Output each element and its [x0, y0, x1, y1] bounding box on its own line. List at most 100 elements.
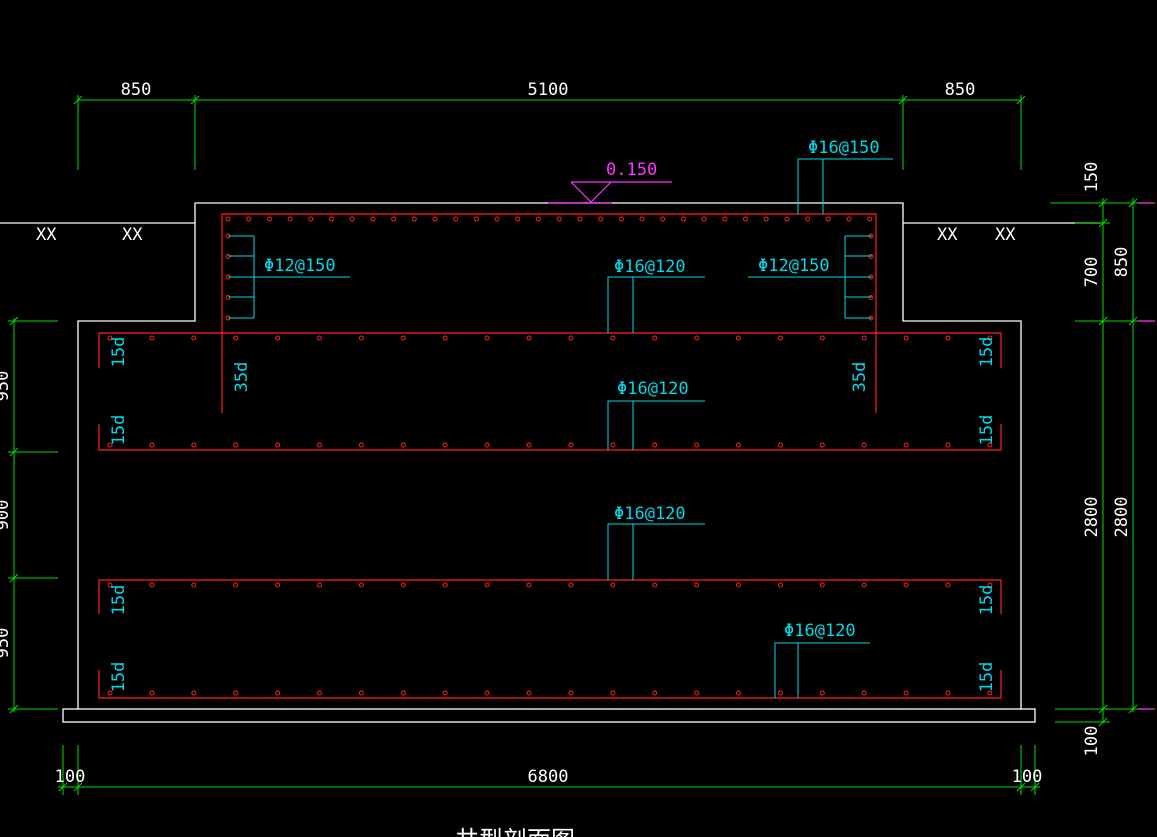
rebar-dot	[349, 216, 355, 222]
rebar-dot	[275, 442, 281, 448]
drawing-title: 井型剖面图	[455, 826, 575, 837]
rebar-label-top-right: Φ16@150	[808, 138, 880, 158]
rebar-dot	[391, 216, 397, 222]
rebar-dot	[568, 690, 574, 696]
soil-mark: XX	[122, 225, 143, 245]
rebar-dot	[694, 690, 700, 696]
reference-ticks	[1138, 202, 1155, 710]
rebar-dot	[358, 442, 364, 448]
rebar-dot	[442, 335, 448, 341]
rebar-leaders	[228, 158, 893, 698]
rebar-dot	[107, 582, 113, 588]
rebar-dot	[694, 335, 700, 341]
rebar-dot	[233, 442, 239, 448]
rebar-dot	[861, 335, 867, 341]
rebar-dot	[317, 582, 322, 588]
rebar-dot	[861, 690, 867, 696]
rebar-dot	[652, 335, 658, 341]
soil-mark: XX	[995, 225, 1016, 245]
rebar-dot	[494, 216, 500, 222]
rebar-dot	[526, 690, 532, 696]
rebar-dot	[225, 216, 231, 222]
anchor-15d: 15d	[109, 415, 129, 446]
rebar-dot	[453, 216, 459, 222]
rebar-dot	[275, 582, 281, 588]
rebar-dot	[987, 690, 993, 696]
dim-left-950-a: 950	[0, 371, 13, 402]
rebar-dot	[370, 216, 376, 222]
rebar-dot	[233, 335, 239, 341]
rebar-dot	[846, 216, 852, 222]
cushion-layer	[62, 708, 1036, 723]
rebar-dot	[903, 442, 909, 448]
rebar-dot	[191, 582, 197, 588]
rebar-dot	[411, 216, 417, 222]
rebar-dot	[743, 216, 748, 222]
rebar-dot	[825, 216, 831, 222]
rebar-dot	[484, 335, 490, 341]
upper-box-rebar	[221, 213, 877, 413]
rebar-dot	[736, 335, 741, 341]
rebar-dot	[107, 442, 113, 448]
rebar-label-slab-bottom-2: Φ16@120	[784, 621, 856, 641]
dim-right-2800-b: 2800	[1112, 497, 1132, 538]
rebar-dot	[610, 442, 616, 448]
slab2-top-rebar	[98, 579, 1002, 614]
rebar-dot	[819, 335, 825, 341]
rebar-dots	[107, 216, 993, 696]
rebar-dot	[526, 335, 532, 341]
rebar-dot	[484, 690, 490, 696]
dim-right-850: 850	[1112, 247, 1132, 278]
rebar-dot	[903, 582, 909, 588]
rebar-label-texts: Φ16@150 Φ12@150 Φ12@150 Φ16@120 Φ16@120 …	[264, 138, 880, 641]
dim-right-700: 700	[1082, 257, 1102, 288]
rebar-dot	[317, 335, 322, 341]
rebar-dot	[694, 442, 700, 448]
rebar-dot	[861, 442, 867, 448]
rebar-dot	[191, 335, 197, 341]
rebar-dot	[763, 216, 769, 222]
anchor-15d: 15d	[977, 415, 997, 446]
rebar-dot	[107, 335, 113, 341]
structure-outline	[77, 202, 1022, 709]
rebar-dot	[598, 216, 604, 222]
rebar-dot	[777, 690, 783, 696]
rebar-dot	[400, 582, 406, 588]
rebar-dot	[819, 690, 825, 696]
rebar-dot	[861, 582, 867, 588]
rebar-dot	[400, 442, 406, 448]
rebar-label-slab-top-1: Φ16@120	[614, 257, 686, 277]
rebar-dot	[903, 335, 909, 341]
rebar-dot	[652, 690, 658, 696]
dim-bottom-middle: 6800	[528, 767, 569, 787]
rebar-dot	[736, 582, 741, 588]
rebar-dot	[945, 582, 951, 588]
slab1-bottom-rebar	[98, 424, 1002, 451]
rebar-dot	[819, 582, 825, 588]
anchor-35d: 35d	[232, 362, 252, 393]
anchor-15d: 15d	[109, 662, 129, 693]
rebar-label-wall-left: Φ12@150	[264, 256, 336, 276]
rebar-dot	[618, 216, 624, 222]
rebar-dot	[317, 690, 322, 696]
rebar-dot	[358, 582, 364, 588]
rebar-dot	[945, 690, 951, 696]
anchor-15d: 15d	[977, 337, 997, 368]
rebar-dot	[515, 216, 521, 222]
rebar-dot	[442, 582, 448, 588]
rebar-dot	[149, 442, 155, 448]
rebar-dot	[610, 582, 616, 588]
anchorage-labels: 15d 15d 15d 15d 15d 15d 15d 15d 35d 35d	[109, 337, 997, 693]
soil-mark: XX	[937, 225, 958, 245]
rebar-dot	[987, 582, 993, 588]
rebar-dot	[246, 216, 252, 222]
anchor-15d: 15d	[109, 585, 129, 616]
slab1-top-rebar	[98, 332, 1002, 368]
rebar-dot	[149, 582, 155, 588]
rebar-dot	[805, 216, 811, 222]
dim-right-150: 150	[1082, 162, 1102, 193]
rebar-dot	[358, 690, 364, 696]
elevation-value: 0.150	[606, 160, 657, 180]
rebar-dot	[442, 442, 448, 448]
rebar-dot	[536, 216, 541, 222]
